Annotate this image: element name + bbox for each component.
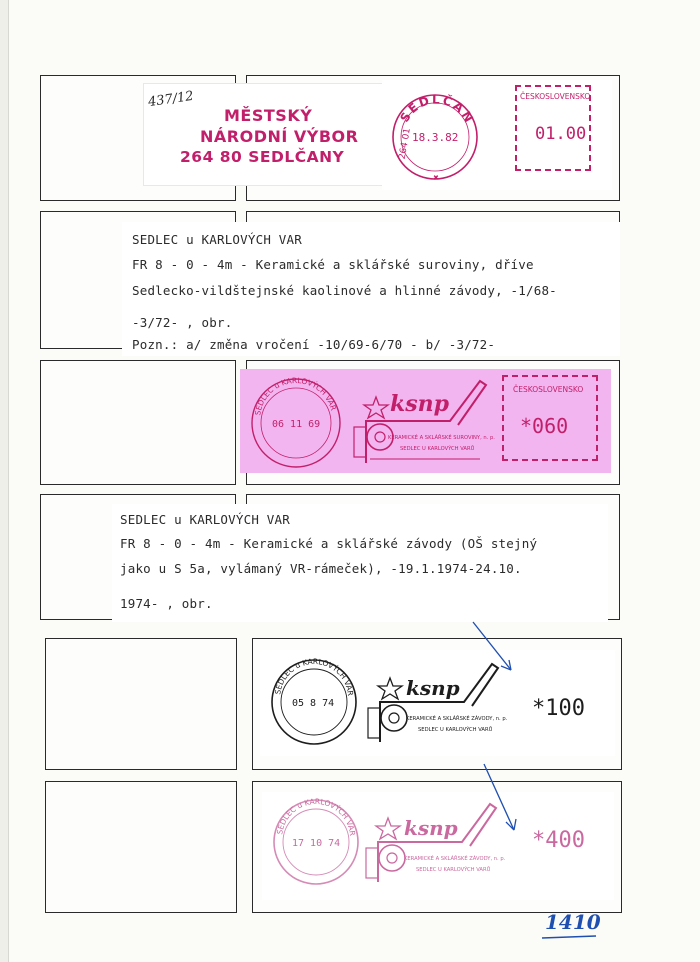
entry1-line-2: FR 8 - 0 - 4m - Keramické a sklářské sur… bbox=[132, 257, 534, 272]
ksnp-logo: ksnp bbox=[404, 816, 458, 840]
ksnp-slogan-graphic bbox=[353, 379, 488, 463]
frame-row4-left bbox=[45, 781, 237, 913]
entry1-line-5: Pozn.: a/ změna vročení -10/69-6/70 - b/… bbox=[132, 337, 496, 352]
postmark-date: 18.3.82 bbox=[412, 131, 458, 144]
entry2-line-4: 1974- , obr. bbox=[120, 596, 213, 611]
blue-arrow-row4 bbox=[483, 763, 517, 831]
entry1-line-1: SEDLEC u KARLOVÝCH VAR bbox=[132, 232, 302, 247]
meter-value: *400 bbox=[532, 828, 585, 853]
ksnp-logo: ksnp bbox=[390, 391, 450, 417]
postmark-town: SEDLEC u KARLOVÝCH VAR bbox=[273, 657, 355, 696]
meter-value: *100 bbox=[532, 696, 585, 721]
slogan-line-2: SEDLEC U KARLOVÝCH VARŮ bbox=[416, 867, 491, 873]
entry1-line-3: Sedlecko-vildštejnské kaolinové a hlinné… bbox=[132, 283, 557, 298]
blue-arrow-row3 bbox=[472, 621, 512, 671]
meter-strip-row4: SEDLEC u KARLOVÝCH VAR 17 10 74 ksnp KER… bbox=[262, 792, 614, 900]
meter-strip-row1: SEDLČANY 18.3.82 264 01 ✖ ČESKOSLOVENSKO… bbox=[382, 80, 612, 190]
slogan-line-2: SEDLEC U KARLOVÝCH VARŮ bbox=[418, 727, 493, 733]
entry1-line-4: -3/72- , obr. bbox=[132, 315, 233, 330]
page-number: 1410 bbox=[545, 910, 601, 934]
svg-text:SEDLEC u KARLOVÝCH VAR: SEDLEC u KARLOVÝCH VAR bbox=[273, 657, 355, 696]
slogan-line-1: KERAMICKÉ A SKLÁŘSKÉ ZÁVODY, n. p. bbox=[404, 856, 506, 862]
postmark-sedlec-1974-aug: SEDLEC u KARLOVÝCH VAR 05 8 74 bbox=[271, 657, 357, 745]
postmark-sedlec-1974-oct: SEDLEC u KARLOVÝCH VAR 17 10 74 bbox=[273, 797, 359, 885]
postmark-sedlcany: SEDLČANY 18.3.82 264 01 ✖ bbox=[384, 80, 478, 182]
meter-strip-row2: SEDLEC u KARLOVÝCH VAR 06 11 69 ksnp KER… bbox=[240, 369, 611, 473]
postmark-town: SEDLEC u KARLOVÝCH VAR bbox=[253, 376, 338, 416]
svg-text:✖: ✖ bbox=[433, 174, 439, 182]
svg-text:SEDLEC u KARLOVÝCH VAR: SEDLEC u KARLOVÝCH VAR bbox=[275, 797, 357, 836]
entry2-label: SEDLEC u KARLOVÝCH VAR FR 8 - 0 - 4m - K… bbox=[112, 504, 608, 622]
ksnp-slogan-graphic bbox=[365, 802, 498, 882]
cachet-strip: 437/12 MĚSTSKÝ NÁRODNÍ VÝBOR 264 80 SEDL… bbox=[143, 83, 384, 186]
meter-country: ČESKOSLOVENSKO bbox=[520, 92, 591, 101]
slogan-line-1: KERAMICKÉ A SKLÁŘSKÉ SUROVINY, n. p. bbox=[388, 435, 495, 441]
postmark-sedlec-1969: SEDLEC u KARLOVÝCH VAR 06 11 69 bbox=[251, 376, 341, 468]
postmark-date: 17 10 74 bbox=[292, 838, 340, 849]
postmark-code: 264 01 bbox=[398, 127, 413, 160]
meter-value: *060 bbox=[520, 414, 569, 438]
postmark-date: 05 8 74 bbox=[292, 698, 334, 709]
frame-row3-left bbox=[45, 638, 237, 770]
postmark-town: SEDLEC u KARLOVÝCH VAR bbox=[275, 797, 357, 836]
ksnp-slogan-graphic bbox=[367, 662, 500, 742]
page-edge bbox=[0, 0, 9, 962]
ksnp-logo: ksnp bbox=[406, 676, 460, 700]
meter-frame-row2 bbox=[502, 375, 598, 461]
postmark-date: 06 11 69 bbox=[272, 419, 320, 430]
entry1-label: SEDLEC u KARLOVÝCH VAR FR 8 - 0 - 4m - K… bbox=[122, 222, 620, 356]
meter-frame-row1 bbox=[515, 85, 591, 171]
slogan-line-2: SEDLEC U KARLOVÝCH VARŮ bbox=[400, 446, 475, 452]
entry2-line-2: FR 8 - 0 - 4m - Keramické a sklářské záv… bbox=[120, 536, 538, 551]
cachet-line-3: 264 80 SEDLČANY bbox=[180, 148, 345, 166]
meter-value: 01.00 bbox=[535, 124, 587, 144]
handwritten-reference: 437/12 bbox=[147, 88, 195, 111]
meter-country: ČESKOSLOVENSKO bbox=[513, 385, 584, 394]
svg-text:SEDLEC u KARLOVÝCH VAR: SEDLEC u KARLOVÝCH VAR bbox=[253, 376, 338, 416]
entry2-line-1: SEDLEC u KARLOVÝCH VAR bbox=[120, 512, 290, 527]
meter-strip-row3: SEDLEC u KARLOVÝCH VAR 05 8 74 ksnp KERA… bbox=[260, 650, 615, 756]
page-number-underline bbox=[541, 935, 597, 939]
cachet-line-2: NÁRODNÍ VÝBOR bbox=[200, 127, 359, 146]
frame-row2-left bbox=[40, 360, 236, 485]
slogan-line-1: KERAMICKÉ A SKLÁŘSKÉ ZÁVODY, n. p. bbox=[406, 716, 508, 722]
cachet-line-1: MĚSTSKÝ bbox=[224, 106, 313, 125]
entry2-line-3: jako u S 5a, vylámaný VR-rámeček), -19.1… bbox=[120, 561, 522, 576]
